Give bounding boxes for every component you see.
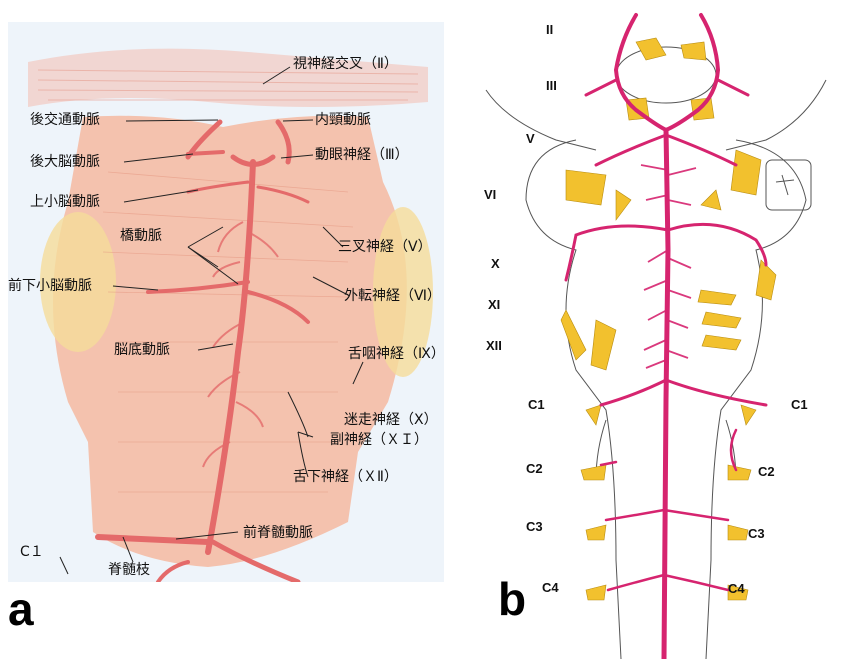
c4-right-label: C4 (728, 581, 745, 596)
panel-a-letter: a (8, 586, 34, 632)
panel-a-illustration: 視神経交叉（Ⅱ） 後交通動脈 内頸動脈 後大脳動脈 動眼神経（Ⅲ） 上小脳動脈 … (8, 22, 444, 582)
nerve-xi-label: XI (488, 297, 500, 312)
c2-left-label: C2 (526, 461, 543, 476)
c3-left-label: C3 (526, 519, 543, 534)
posterior-communicating-artery-label: 後交通動脈 (30, 112, 100, 128)
panel-b-drawing (466, 0, 847, 659)
trigeminal-nerve-label: 三叉神経（Ⅴ） (338, 239, 432, 255)
c4-left-label: C4 (542, 580, 559, 595)
hypoglossal-nerve-label: 舌下神経（ＸⅡ） (293, 469, 398, 485)
panel-b-illustration: II III V VI X XI XII C1 C1 C2 C2 C3 C3 C… (466, 0, 847, 659)
nerve-ii-label: II (546, 22, 553, 37)
nerve-iii-label: III (546, 78, 557, 93)
aica-label: 前下小脳動脈 (8, 278, 92, 294)
c1-right-label: C1 (791, 397, 808, 412)
vagus-nerve-label: 迷走神経（Ⅹ） (344, 412, 438, 428)
spinal-branch-label: 脊髄枝 (108, 562, 150, 578)
c1-left-label: C1 (528, 397, 545, 412)
nerve-v-label: V (526, 131, 535, 146)
internal-carotid-artery-label: 内頸動脈 (315, 112, 371, 128)
posterior-cerebral-artery-label: 後大脳動脈 (30, 154, 100, 170)
panel-b-letter: b (498, 576, 526, 622)
nerve-vi-label: VI (484, 187, 496, 202)
abducens-nerve-label: 外転神経（Ⅵ） (344, 288, 441, 304)
basilar-artery-label: 脳底動脈 (114, 342, 170, 358)
glossopharyngeal-nerve-label: 舌咽神経（Ⅸ） (348, 346, 444, 362)
oculomotor-nerve-label: 動眼神経（Ⅲ） (315, 147, 409, 163)
nerve-xii-label: XII (486, 338, 502, 353)
accessory-nerve-label: 副神経（ＸＩ） (330, 432, 428, 448)
c2-right-label: C2 (758, 464, 775, 479)
pontine-arteries-label: 橋動脈 (120, 228, 162, 244)
optic-chiasm-label: 視神経交叉（Ⅱ） (293, 56, 398, 72)
c3-right-label: C3 (748, 526, 765, 541)
superior-cerebellar-artery-label: 上小脳動脈 (30, 194, 100, 210)
c1-label: C１ (20, 544, 44, 560)
anterior-spinal-artery-label: 前脊髄動脈 (243, 525, 313, 541)
nerve-x-label: X (491, 256, 500, 271)
